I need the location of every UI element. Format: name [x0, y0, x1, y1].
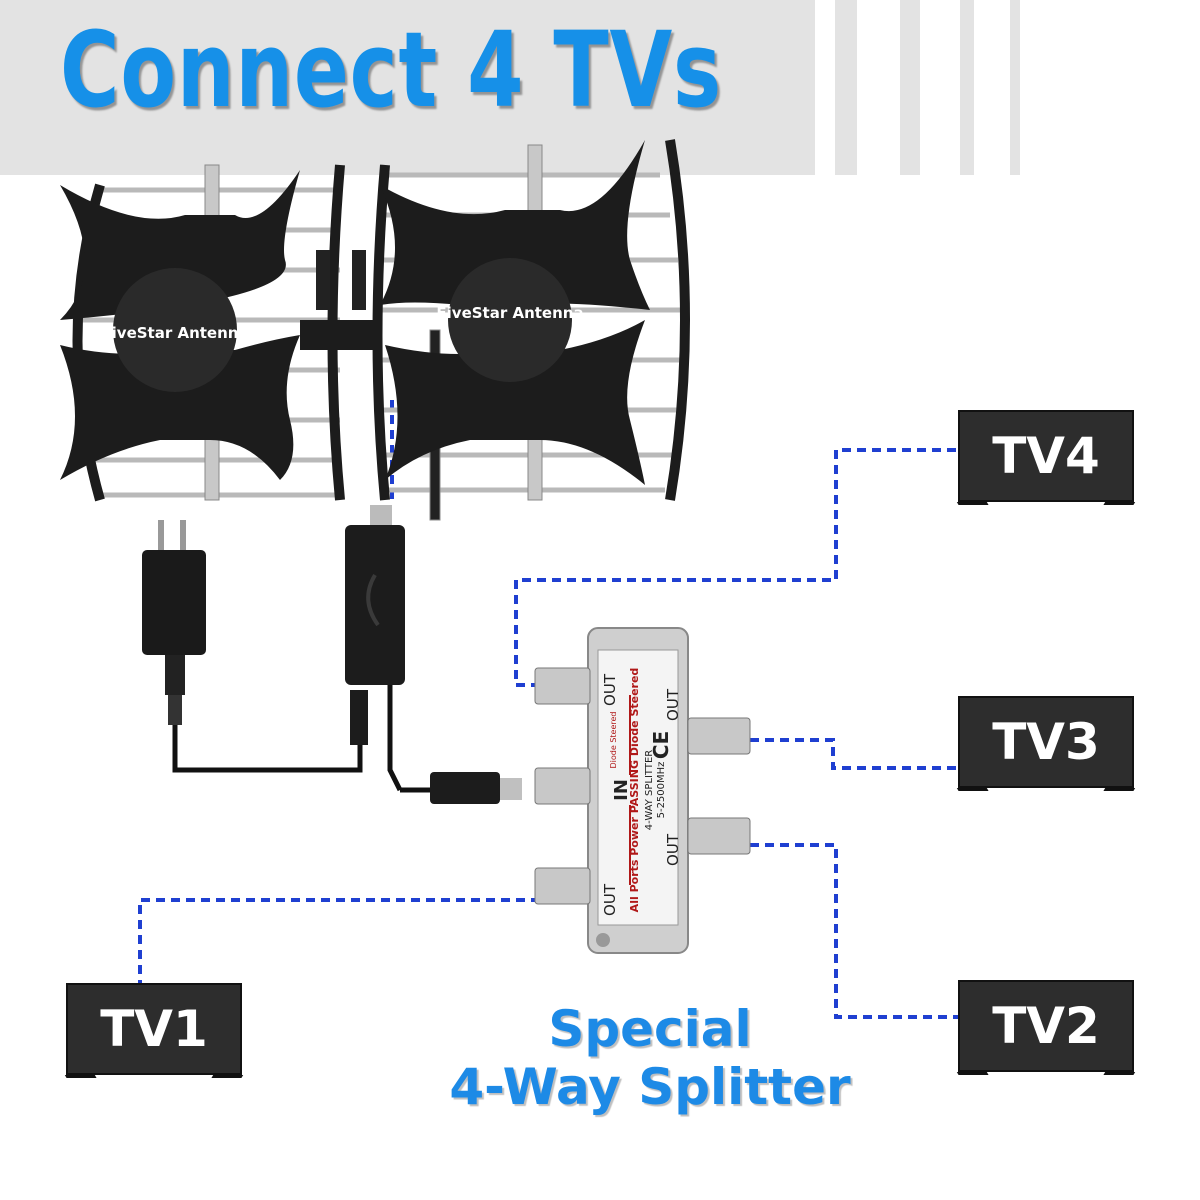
line-to-tv1: [138, 898, 540, 983]
signal-amplifier: [345, 505, 522, 804]
tv-4-screen: TV4: [958, 410, 1134, 502]
antenna: FiveStar Antenna FiveStar Antenna: [60, 139, 690, 521]
tv-2-screen: TV2: [958, 980, 1134, 1072]
tv-3-screen: TV3: [958, 696, 1134, 788]
splitter-text-line3: 5-2500MHz: [656, 762, 667, 819]
header-stripe: [835, 0, 857, 175]
antenna-balun-right: [352, 250, 366, 310]
tv-4: TV4: [956, 410, 1136, 513]
antenna-brand-right: FiveStar Antenna: [436, 304, 583, 322]
tv-4-foot-left: [956, 502, 994, 513]
tv-2: TV2: [956, 980, 1136, 1083]
dashed-connection-lines: [138, 400, 958, 1019]
splitter-port-out-top-left: OUT: [601, 673, 619, 706]
tv-1-foot-left: [64, 1075, 102, 1086]
tv-1-foot-right: [206, 1075, 244, 1086]
header-stripe: [1010, 0, 1020, 175]
line-to-tv4: [514, 448, 958, 687]
splitter-diode-label: Diode Steered: [609, 712, 618, 769]
antenna-hub-left: [113, 268, 237, 392]
tv-4-label: TV4: [992, 427, 1100, 485]
caption-line-2: 4-Way Splitter: [449, 1058, 851, 1116]
page-title: Connect 4 TVs: [60, 9, 723, 131]
power-adapter: [142, 520, 363, 773]
splitter-text-line1: All Ports Power PASSING Diode Steered: [628, 668, 641, 913]
splitter-port-out-bottom-right: OUT: [664, 833, 682, 866]
tv-1: TV1: [64, 983, 244, 1086]
splitter-caption: Special 4-Way Splitter: [420, 1000, 880, 1116]
antenna-brand-left: FiveStar Antenna: [101, 324, 248, 342]
tv-2-foot-left: [956, 1072, 994, 1083]
antenna-balun-left: [316, 250, 330, 310]
caption-line-1: Special: [548, 1000, 752, 1058]
tv-1-screen: TV1: [66, 983, 242, 1075]
tv-4-foot-right: [1098, 502, 1136, 513]
tv-3: TV3: [956, 696, 1136, 799]
line-to-tv3: [750, 738, 958, 770]
tv-2-label: TV2: [992, 997, 1100, 1055]
antenna-edge-right: [665, 139, 690, 501]
splitter-port-in: IN: [611, 779, 632, 801]
antenna-coupler: [300, 320, 380, 350]
splitter-port-out-top-right: OUT: [664, 688, 682, 721]
tv-3-foot-left: [956, 788, 994, 799]
splitter-ce-mark: CE: [649, 731, 673, 759]
tv-1-label: TV1: [100, 1000, 208, 1058]
tv-3-foot-right: [1098, 788, 1136, 799]
tv-3-label: TV3: [992, 713, 1100, 771]
header-stripe: [900, 0, 920, 175]
splitter-ports: [534, 667, 751, 905]
header-stripe: [960, 0, 974, 175]
tv-2-foot-right: [1098, 1072, 1136, 1083]
antenna-hub-right: [448, 258, 572, 382]
line-to-tv2: [750, 843, 958, 1019]
header-band: [0, 0, 815, 175]
antenna-bowties: [60, 140, 650, 485]
four-way-splitter: All Ports Power PASSING Diode Steered 4-…: [534, 627, 751, 954]
splitter-text-line2: 4-WAY SPLITTER: [644, 750, 655, 831]
splitter-port-out-bottom-left: OUT: [601, 883, 619, 916]
